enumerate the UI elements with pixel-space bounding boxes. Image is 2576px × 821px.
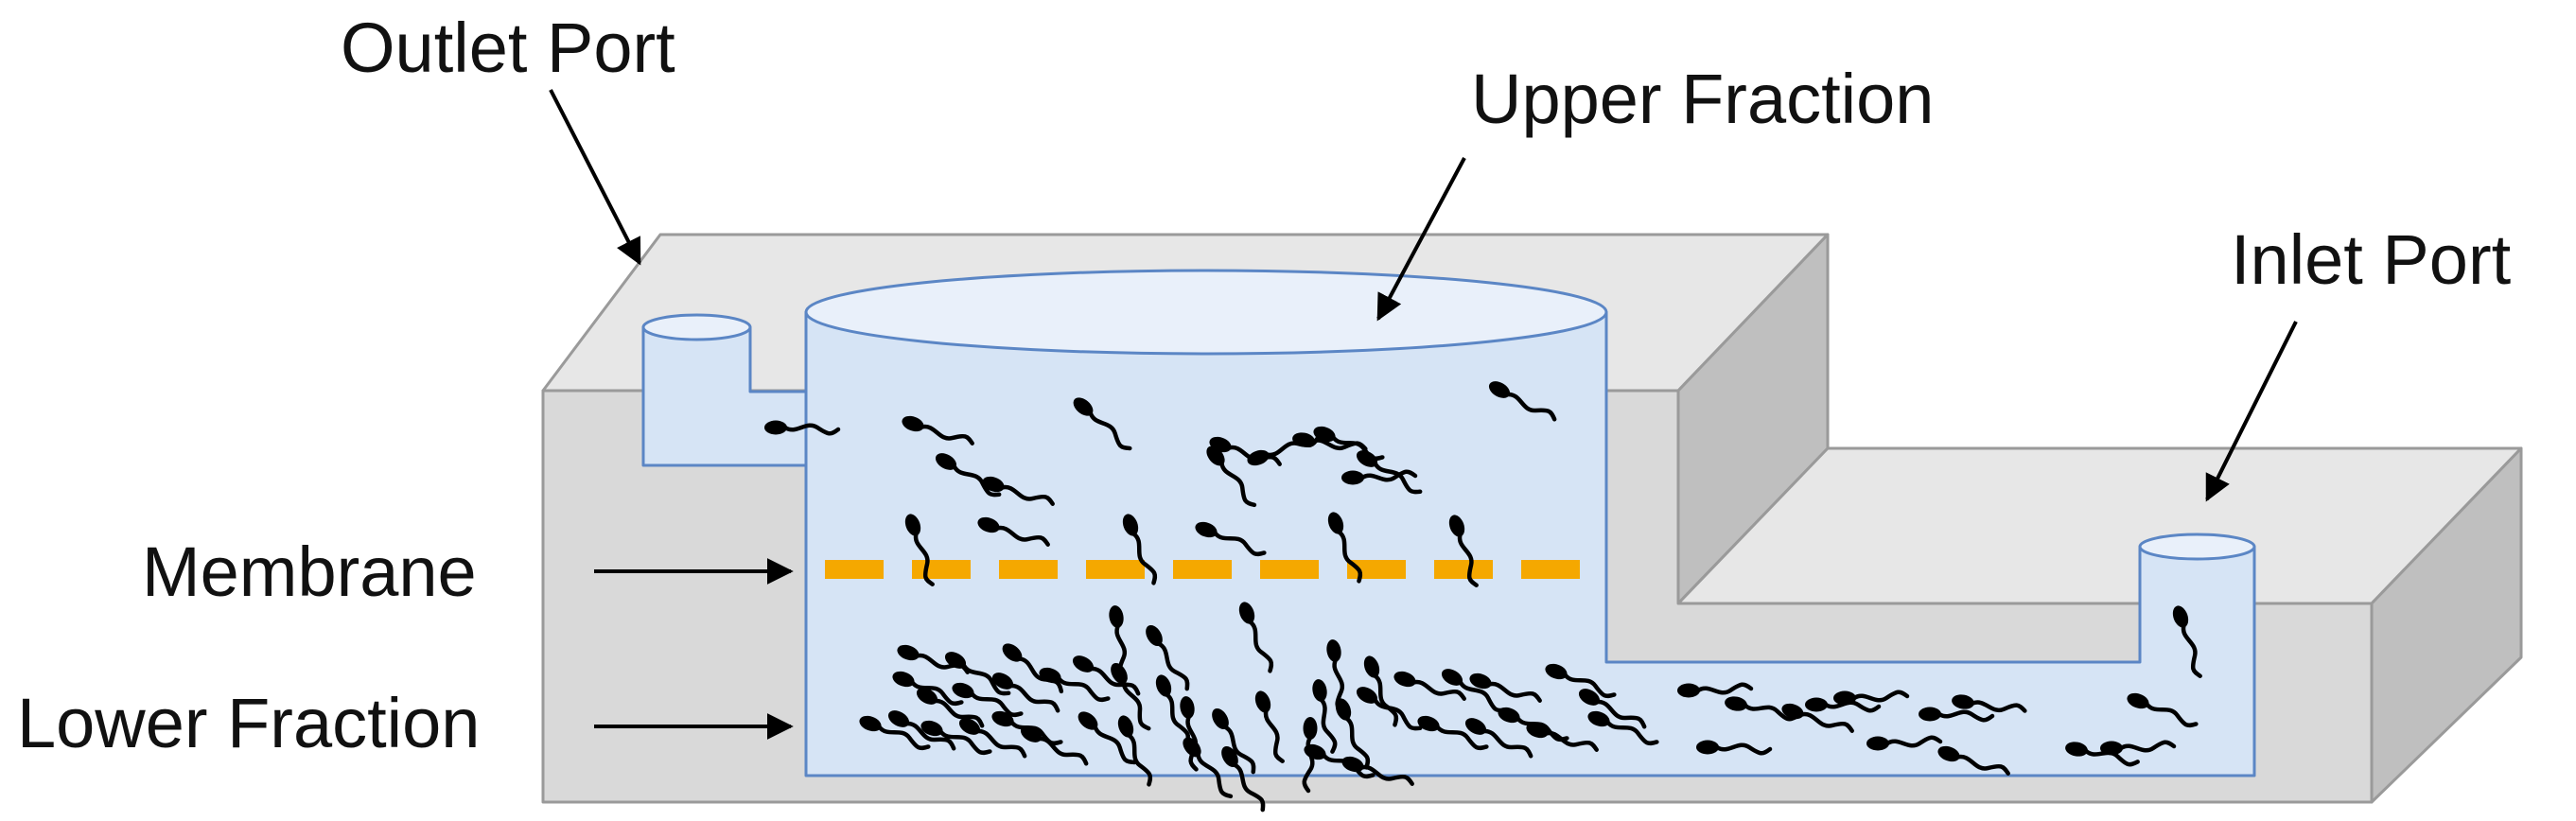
sperm-cell — [1587, 710, 1659, 746]
inlet-port-label: Inlet Port — [2231, 220, 2512, 299]
sperm-cell — [887, 710, 956, 751]
sperm-cell — [1677, 682, 1754, 698]
sperm-cell — [1254, 690, 1285, 763]
sperm-cell — [1002, 643, 1064, 694]
sperm-cell — [1356, 687, 1423, 731]
inlet-port-opening — [2138, 533, 2256, 561]
sperm-cell — [2065, 742, 2140, 767]
sperm-cell — [952, 682, 1024, 718]
sperm-cell — [1937, 745, 2010, 776]
sperm-cell — [1417, 715, 1489, 751]
sperm-cell — [1578, 689, 1647, 729]
sperm-cell — [1725, 696, 1799, 722]
sperm-cell — [1020, 725, 1089, 766]
sperm-cell — [1183, 737, 1234, 799]
sperm-cell — [1393, 671, 1466, 701]
sperm-cell — [1073, 397, 1132, 451]
sperm-cell — [1805, 697, 1882, 713]
upper-fraction-arrow — [1376, 157, 1466, 322]
sperm-cell — [2172, 605, 2202, 678]
sperm-cell — [1919, 707, 1995, 723]
upper-fraction-label: Upper Fraction — [1471, 60, 1934, 138]
sperm-cell — [1122, 514, 1158, 585]
sperm-cell — [1155, 674, 1191, 746]
sperm-cell — [1464, 718, 1533, 759]
sperm-cell — [1341, 469, 1418, 485]
sperm-cell — [1335, 698, 1371, 770]
sperm-cell — [977, 516, 1050, 547]
sperm-cell — [1448, 515, 1479, 587]
sperm-cell — [2127, 692, 2199, 728]
sperm-cell — [1488, 381, 1557, 422]
sperm-cell — [1117, 715, 1153, 787]
sperm-cell — [1327, 512, 1363, 584]
lower-fraction-label: Lower Fraction — [17, 684, 480, 762]
sperm-cell — [1312, 679, 1338, 754]
sperm-cell — [1356, 450, 1423, 495]
sperm-cell — [1238, 602, 1274, 673]
labels: Outlet Port Upper Fraction Inlet Port Me… — [17, 9, 2512, 762]
sperm-cell — [1146, 624, 1190, 691]
sperm-cell — [1952, 694, 2027, 713]
outlet-port-opening — [641, 313, 752, 341]
inlet-port-arrow — [2205, 321, 2298, 502]
sperm-cell — [1195, 521, 1267, 557]
sperm-cell — [1212, 707, 1256, 775]
sperm-cell — [764, 420, 841, 436]
sperm-cell — [1341, 756, 1414, 786]
sperm-cell — [916, 688, 985, 728]
sperm-cell — [859, 715, 931, 751]
sperm-cell — [958, 718, 1027, 759]
outlet-port-arrow — [549, 89, 641, 266]
sperm-cell — [1833, 690, 1910, 706]
membrane-label: Membrane — [142, 533, 477, 611]
sperm-cell — [991, 710, 1063, 746]
sperm-cell — [2100, 740, 2177, 756]
sperm-cell — [904, 514, 935, 586]
sperm-cell — [902, 415, 974, 445]
sperm-cell — [991, 673, 1060, 713]
sperm-cell — [920, 720, 992, 756]
sperm-cell — [1072, 655, 1141, 696]
sperm-cell — [1526, 722, 1599, 752]
sperm-cell — [1221, 745, 1266, 812]
sperm-cell — [1111, 662, 1151, 731]
sperm-cell — [935, 453, 1002, 498]
sperm-cell — [982, 476, 1055, 506]
sperm-cell — [892, 671, 964, 707]
sperm-cell — [1866, 735, 1943, 751]
sperm-cells — [764, 381, 2202, 812]
sperm-cell — [1469, 673, 1542, 703]
upper-chamber-top — [804, 269, 1608, 356]
sperm-cell — [1247, 436, 1320, 466]
outlet-port-label: Outlet Port — [341, 9, 675, 87]
annotation-arrows — [549, 89, 2298, 740]
sperm-cell — [1545, 663, 1617, 699]
sperm-cell — [1206, 445, 1257, 508]
sperm-cell — [1078, 711, 1137, 765]
sperm-cell — [944, 652, 1011, 696]
sperm-cell — [1781, 703, 1854, 733]
sperm-cell — [1696, 740, 1773, 756]
